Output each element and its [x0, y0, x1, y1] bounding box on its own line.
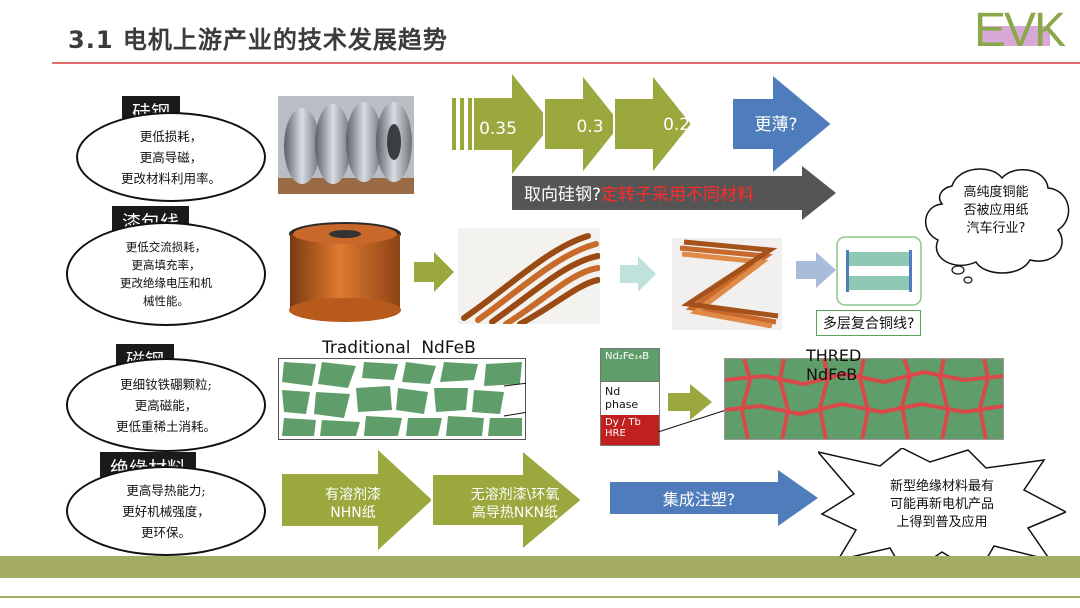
- twisted-copper-wire-image: [672, 238, 782, 330]
- silicon-steel-coils-image: [278, 96, 414, 194]
- oriented-steel-prefix: 取向硅钢?: [524, 185, 602, 205]
- composite-wire-diagram: [836, 236, 922, 306]
- copper-cloud-text: 高纯度铜能 否被应用纸 汽车行业?: [963, 185, 1029, 236]
- wire-step-arrow-1: [414, 252, 454, 292]
- wire-step-arrow-2: [620, 256, 656, 292]
- insulation-callout-text: 新型绝缘材料最有 可能再新电机产品 上得到普及应用: [889, 479, 994, 530]
- traditional-ndfeb-microstructure: [278, 358, 526, 440]
- thickness-step-1: 0.35: [479, 119, 517, 139]
- magnet-step-arrow: [668, 384, 712, 420]
- thickness-future-step: 更薄?: [754, 115, 797, 135]
- page-title: 3.1 电机上游产业的技术发展趋势: [68, 26, 448, 54]
- phase-nd-box: Nd phase: [601, 381, 659, 415]
- integrated-molding-label: 集成注塑?: [662, 490, 736, 509]
- traditional-ndfeb-title: Traditional NdFeB: [322, 338, 476, 358]
- hre-pointer-line: [658, 409, 727, 433]
- oval-silicon-steel-benefits: 更低损耗， 更高导磁， 更改材料利用率。: [76, 112, 266, 202]
- footer-line: [0, 596, 1080, 598]
- magnetic-steel-benefits: 更细钕铁硼颗粒; 更高磁能， 更低重稀土消耗。: [115, 376, 216, 434]
- phase-legend: Nd₂Fe₁₄B Nd phase Dy / Tb HRE: [600, 348, 660, 446]
- integrated-molding-arrow: [610, 470, 818, 526]
- oval-magnetic-steel-benefits: 更细钕铁硼颗粒; 更高磁能， 更低重稀土消耗。: [66, 358, 266, 452]
- oval-enameled-wire-benefits: 更低交流损耗， 更高填充率， 更改绝缘电压和机 械性能。: [66, 222, 266, 326]
- thickness-step-2: 0.3: [576, 117, 603, 137]
- flat-copper-wire-image: [458, 228, 600, 324]
- oriented-steel-arrow: [512, 166, 836, 220]
- different-materials-highlight: 定转子采用不同材料: [601, 185, 755, 205]
- phase-hre-box: Dy / Tb HRE: [601, 415, 659, 445]
- oriented-steel-question: 取向硅钢?定转子采用不同材料: [524, 180, 754, 205]
- thickness-step-3: 0.27: [663, 115, 701, 135]
- copper-thought-cloud: [924, 168, 1070, 284]
- thred-ndfeb-title: THRED NdFeB: [806, 346, 862, 384]
- insulation-step-1: 有溶剂漆 NHN纸: [325, 487, 381, 521]
- insulation-progression-arrows: [282, 448, 584, 552]
- enameled-wire-benefits: 更低交流损耗， 更高填充率， 更改绝缘电压和机 械性能。: [120, 240, 212, 308]
- title-divider: [52, 62, 1080, 64]
- composite-wire-label: 多层复合铜线?: [816, 310, 922, 336]
- insulation-step-2: 无溶剂漆\环氧 高导热NKN纸: [470, 487, 560, 521]
- footer-bar: [0, 556, 1080, 578]
- copper-wire-spool-image: [289, 222, 401, 322]
- phase-main-box: Nd₂Fe₁₄B: [601, 349, 659, 381]
- thred-ndfeb-microstructure: [724, 358, 1004, 440]
- wire-step-arrow-3: [796, 252, 836, 288]
- oval-insulation-benefits: 更高导热能力; 更好机械强度， 更环保。: [66, 466, 266, 556]
- silicon-steel-benefits: 更低损耗， 更高导磁， 更改材料利用率。: [120, 128, 221, 186]
- thickness-progression-arrows: 0.35 0.3 0.27 更薄?: [452, 72, 832, 176]
- insulation-benefits: 更高导热能力; 更好机械强度， 更环保。: [122, 482, 210, 540]
- logo-text: EVK: [974, 4, 1066, 50]
- evk-logo: EVK: [974, 4, 1068, 50]
